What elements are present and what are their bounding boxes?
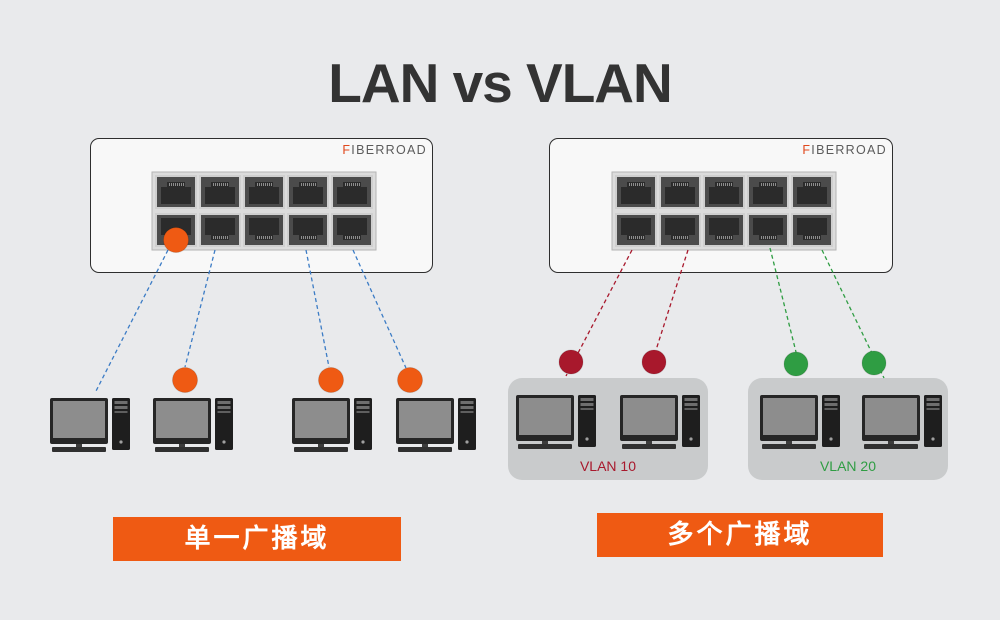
vlan-switch: FIBERROAD — [549, 138, 893, 273]
vlan-20-broadcast-dot — [861, 350, 887, 376]
lan-computers — [50, 398, 476, 452]
vlan-10-broadcast-dot — [641, 349, 667, 375]
page-title: LAN vs VLAN — [328, 52, 673, 114]
desktop-computer-icon — [50, 398, 130, 452]
desktop-computer-icon — [396, 398, 476, 452]
vlan-20-broadcast-dot — [783, 351, 809, 377]
vlan-20-label: VLAN 20 — [819, 458, 877, 474]
lan-switch: FIBERROAD — [90, 138, 433, 273]
broadcast-receiver-dot — [318, 367, 344, 393]
vlan-10-label: VLAN 10 — [579, 458, 637, 474]
switch-brand-logo: FIBERROAD — [342, 143, 427, 157]
broadcast-receiver-dot — [397, 367, 423, 393]
vlan-broadcast-domain-banner: 多个广播域 — [597, 513, 883, 557]
switch-brand-logo: FIBERROAD — [802, 143, 887, 157]
desktop-computer-icon — [153, 398, 233, 452]
desktop-computer-icon — [292, 398, 372, 452]
vlan-10-group: VLAN 10 — [508, 378, 708, 480]
broadcast-receiver-dot — [172, 367, 198, 393]
lan-broadcast-domain-banner: 单一广播域 — [113, 517, 401, 561]
vlan-20-group: VLAN 20 — [748, 378, 948, 480]
vlan-broadcast-dots — [558, 349, 887, 377]
vlan-10-broadcast-dot — [558, 349, 584, 375]
